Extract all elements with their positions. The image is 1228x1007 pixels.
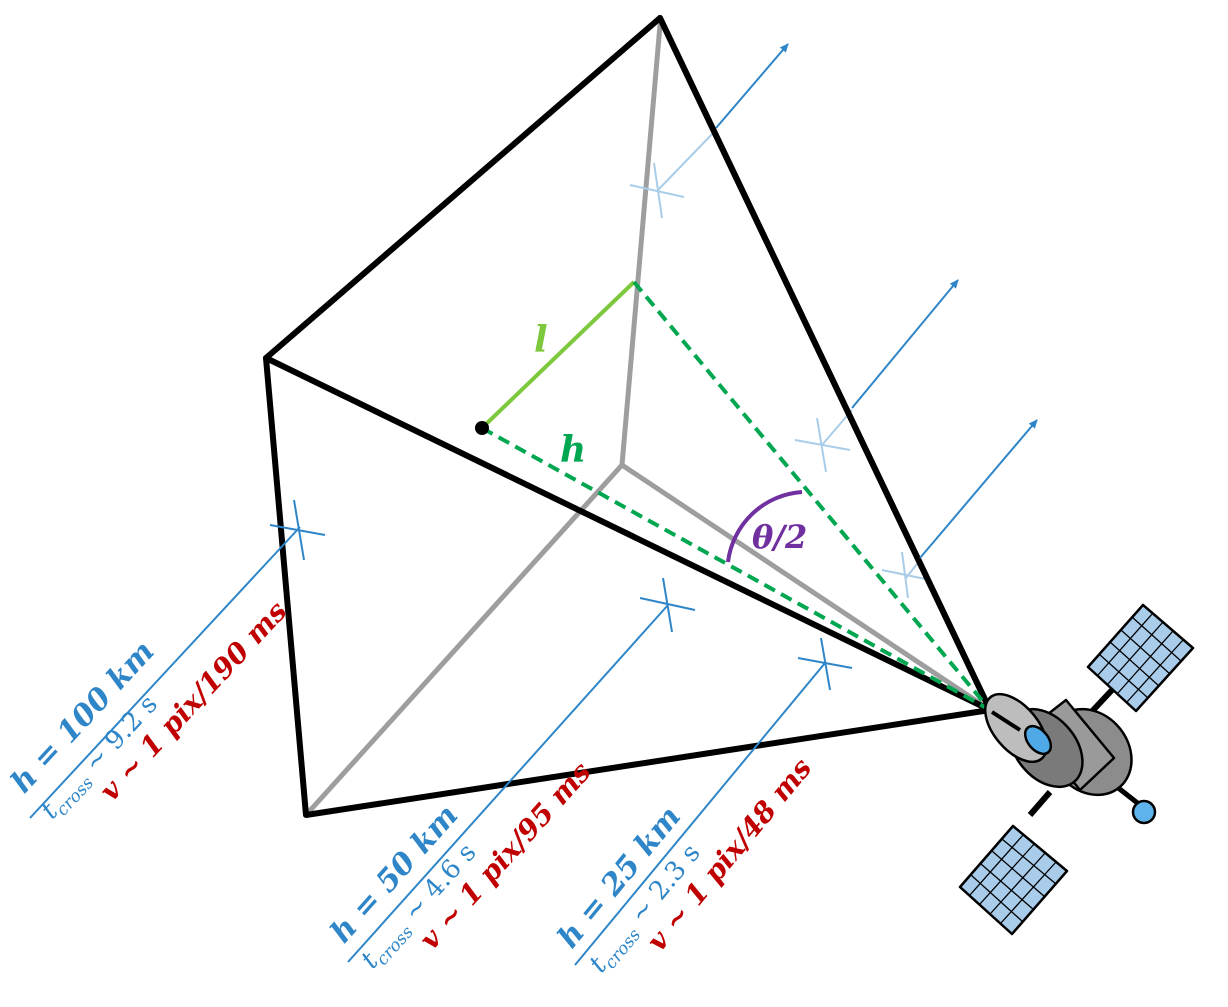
h-dashed-line-center <box>481 426 991 712</box>
crossmark-100km-a <box>269 524 326 536</box>
arrow-50km <box>347 604 669 963</box>
faint-crossmark-2b <box>816 417 827 473</box>
arrow-100km <box>29 526 301 819</box>
satellite-feed <box>990 710 1022 732</box>
pyramid-edge-left <box>263 355 993 713</box>
panel-top-grid <box>1097 612 1184 703</box>
l-label: l <box>534 319 548 361</box>
faint-crossmark-3b <box>901 551 909 599</box>
faint-crossmark-1b <box>653 162 663 219</box>
satellite-arm-bottom <box>1027 790 1053 817</box>
pyramid-edges <box>263 15 993 818</box>
hidden-edge-top <box>619 22 663 468</box>
faint-track-1 <box>657 129 717 191</box>
faint-tracks <box>629 129 931 599</box>
satellite-panel-bottom <box>958 824 1069 936</box>
exit-arrow-2 <box>851 279 959 409</box>
crossmark-50km-b <box>662 577 673 633</box>
annotation-100km: h = 100 km tcross ~ 9.2 s v ~ 1 pix/190 … <box>4 594 293 825</box>
h-dashed-lines <box>481 280 992 712</box>
satellite-antenna-ball <box>1131 799 1157 825</box>
satellite-icon <box>958 603 1195 936</box>
trajectory-arrows <box>29 43 1038 966</box>
annotation-25km: h = 25 km tcross ~ 2.3 s v ~ 1 pix/48 ms <box>551 751 818 978</box>
panel-bottom-grid <box>969 833 1057 924</box>
crossmark-100km-b <box>293 499 305 561</box>
crossmark-25km-b <box>820 637 831 691</box>
velocity-100km: v ~ 1 pix/190 ms <box>93 594 293 807</box>
exit-arrow-3 <box>919 419 1038 559</box>
h-dashed-line-edge <box>632 280 992 712</box>
pyramid-edge-top <box>657 15 993 713</box>
hidden-edges <box>303 22 993 818</box>
satellite-dish-inner <box>1023 724 1053 756</box>
hidden-edge-left <box>303 462 625 818</box>
center-point <box>475 421 489 435</box>
h-label: h <box>560 429 586 471</box>
panel-bottom-frame <box>958 824 1069 936</box>
theta-label: θ/2 <box>752 518 807 556</box>
theta-arc <box>726 490 803 563</box>
arrow-25km <box>574 662 826 966</box>
l-segment <box>480 280 636 430</box>
exit-arrow-1 <box>715 43 789 129</box>
faint-crossmark-1a <box>629 184 685 198</box>
hidden-edge-apex <box>619 462 993 713</box>
panel-top-frame <box>1086 603 1195 713</box>
satellite-panel-top <box>1086 603 1195 713</box>
